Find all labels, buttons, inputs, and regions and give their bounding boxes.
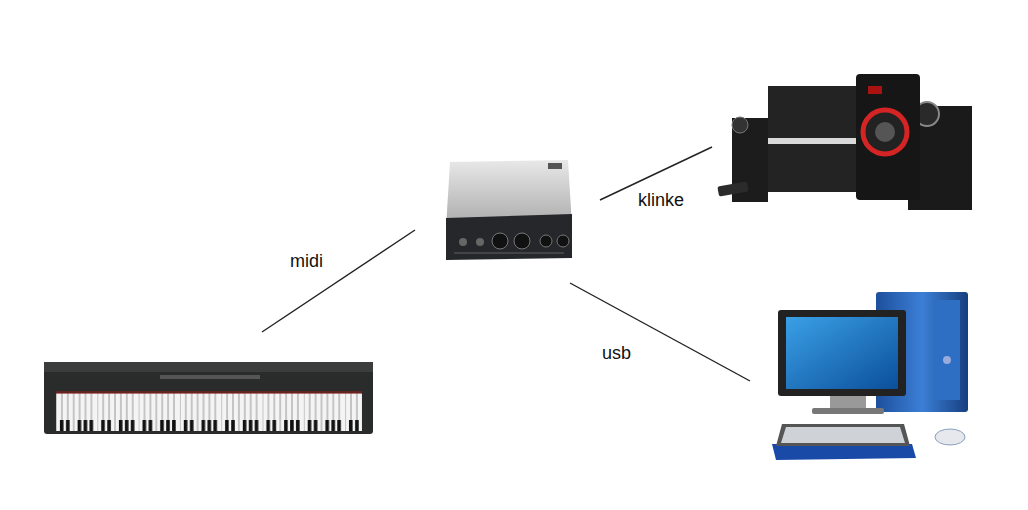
- digital-piano: [44, 362, 373, 434]
- connection-label: klinke: [636, 191, 686, 211]
- desktop-computer: [772, 292, 968, 460]
- connection-label: midi: [288, 252, 325, 272]
- audio-interface: [446, 160, 572, 260]
- speaker-set: [717, 74, 972, 210]
- cable-line: [262, 147, 750, 381]
- connection-label: usb: [600, 344, 633, 364]
